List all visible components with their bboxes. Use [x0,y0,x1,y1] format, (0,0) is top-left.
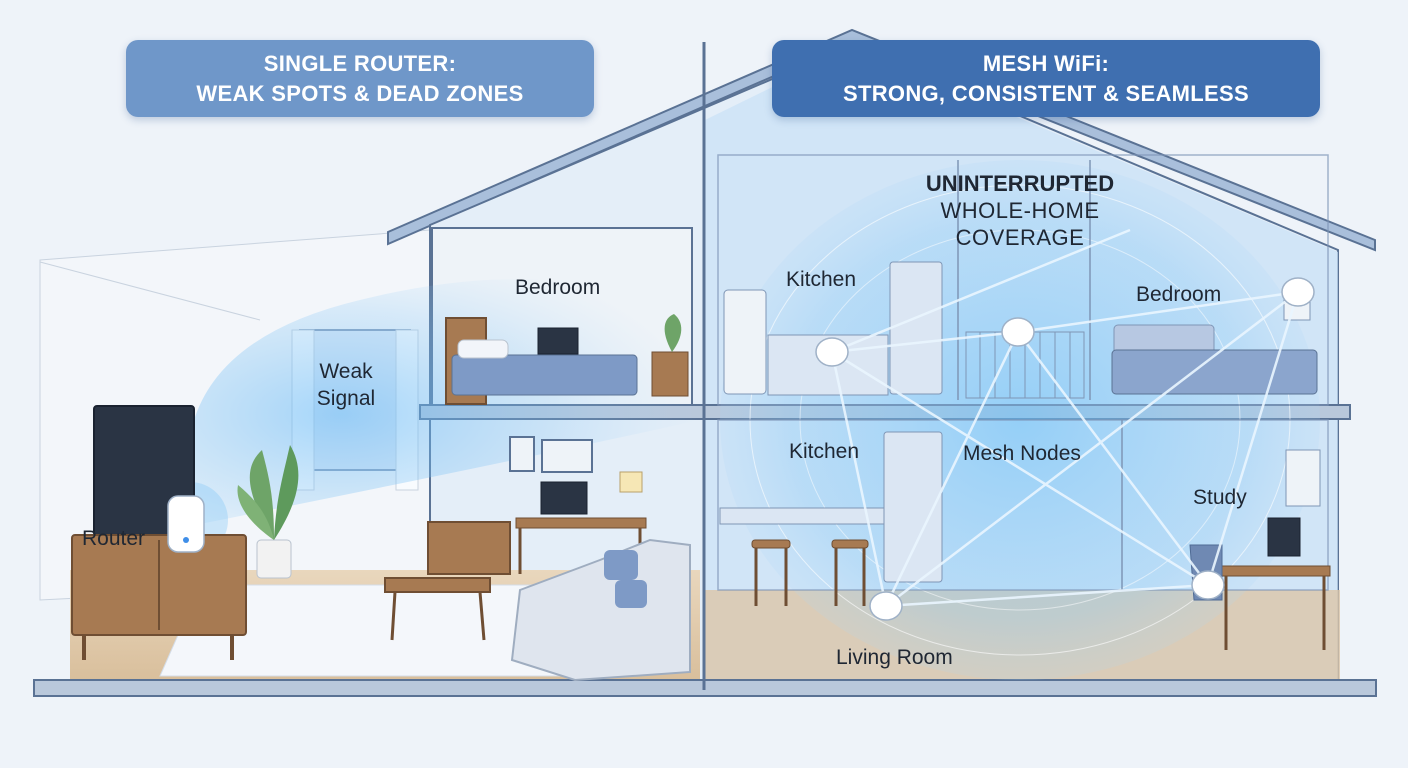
banner-left-line2: WEAK SPOTS & DEAD ZONES [196,80,524,106]
coverage-bold: UNINTERRUPTED [925,171,1115,196]
router-device [167,495,205,553]
mesh-nodes-label: Mesh Nodes [963,442,1081,465]
banner-left-line1: SINGLE ROUTER: [263,50,457,76]
right-bedroom-label: Bedroom [1136,283,1222,306]
study-label: Study [1193,486,1247,509]
weak-signal-line1: Weak [319,360,373,383]
kitchen-upper-label: Kitchen [786,268,857,291]
house-roof [387,28,1376,252]
living-room-label: Living Room [836,646,953,669]
coverage-label: UNINTERRUPTED WHOLE-HOME COVERAGE [900,170,1140,251]
mesh-node-upper-center [1001,317,1035,347]
coverage-line3: COVERAGE [955,225,1085,250]
weak-signal-line2: Signal [316,387,376,410]
coverage-line2: WHOLE-HOME [940,198,1100,223]
mesh-node-study [1191,570,1225,600]
left-bedroom-label: Bedroom [515,276,601,299]
banner-right-line1: MESH WiFi: [982,50,1110,76]
router-label: Router [82,527,146,550]
mesh-node-bedroom [1281,277,1315,307]
kitchen-lower-label: Kitchen [789,440,860,463]
banner-right-line2: STRONG, CONSISTENT & SEAMLESS [843,80,1249,106]
weak-signal-label: Weak Signal [310,358,382,412]
mesh-node-living-room [869,591,903,621]
single-router-banner: SINGLE ROUTER: WEAK SPOTS & DEAD ZONES [126,40,594,117]
mesh-links [830,228,1300,608]
mesh-node-kitchen [815,337,849,367]
mesh-wifi-banner: MESH WiFi: STRONG, CONSISTENT & SEAMLESS [772,40,1320,117]
